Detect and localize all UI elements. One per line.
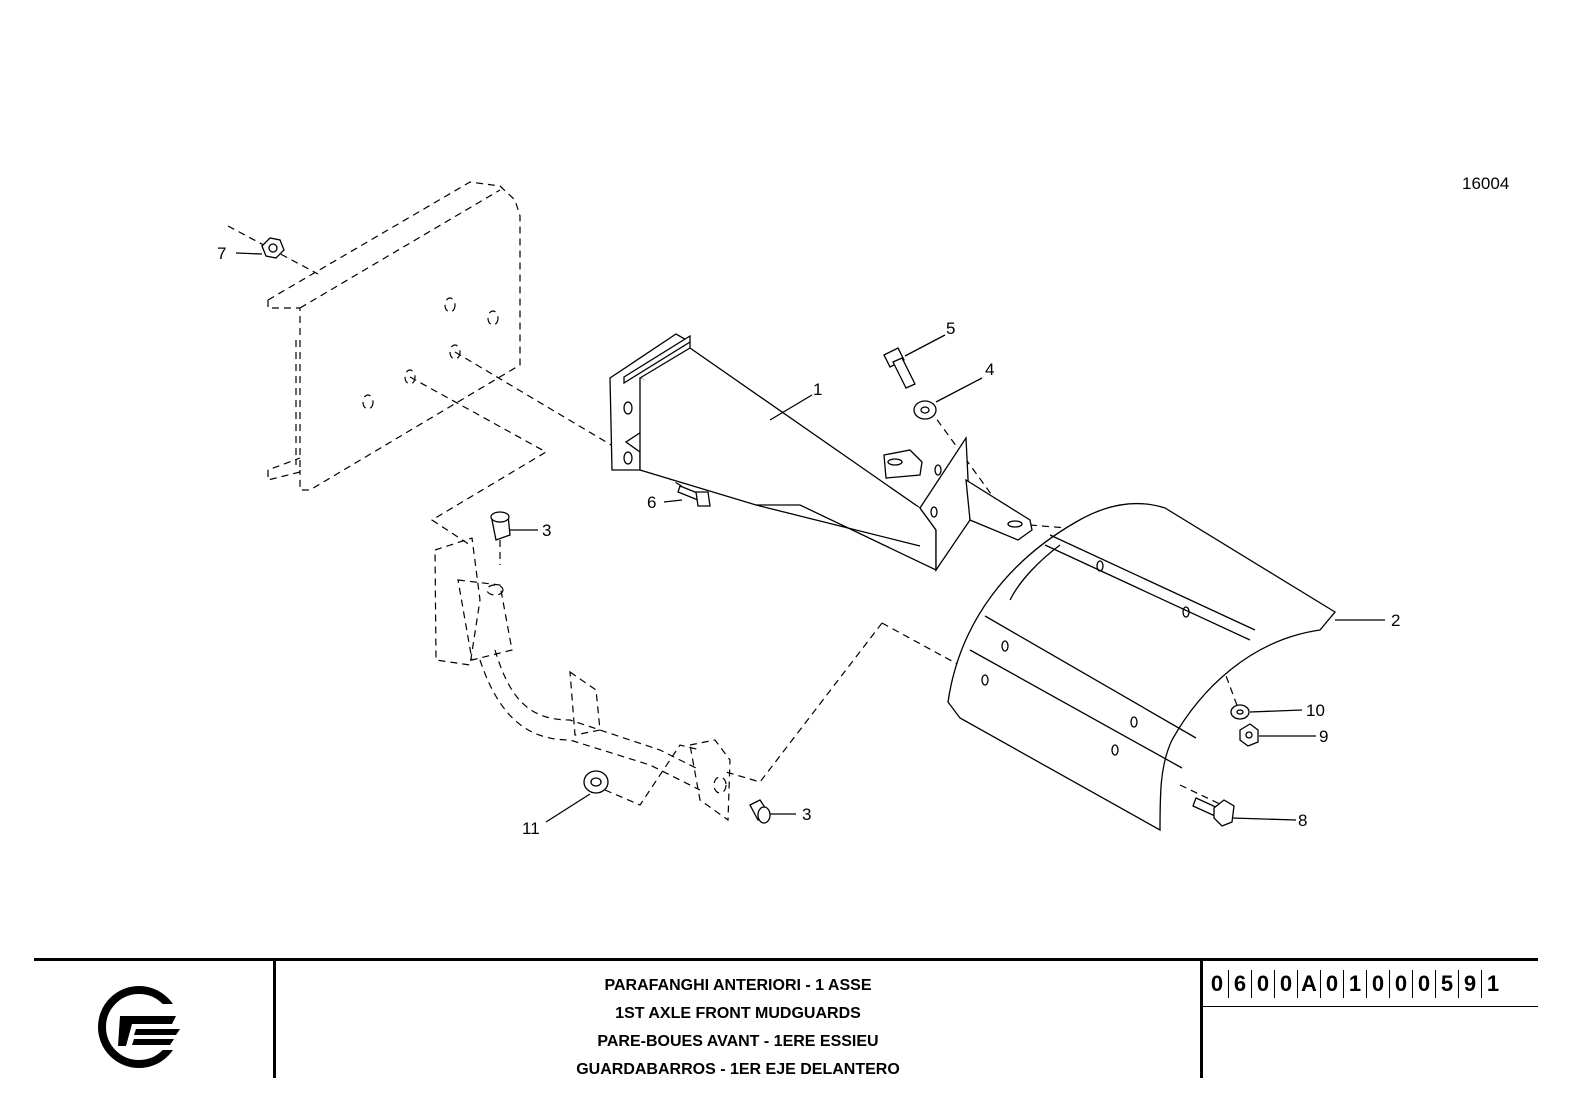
code-char: A (1298, 970, 1321, 998)
nut-7 (261, 237, 285, 259)
bolt-5 (883, 347, 916, 389)
code-char: 0 (1206, 970, 1229, 998)
code-underline (1203, 1006, 1538, 1007)
title-english: 1ST AXLE FRONT MUDGUARDS (615, 1005, 861, 1022)
washer-11 (583, 770, 609, 794)
callout-2: 2 (1391, 611, 1400, 630)
pin-upper (490, 511, 511, 541)
washer-10 (1230, 704, 1250, 720)
code-char: 0 (1252, 970, 1275, 998)
drawing-title: PARAFANGHI ANTERIORI - 1 ASSE 1ST AXLE F… (279, 972, 1197, 1084)
callout-11: 11 (522, 819, 540, 838)
drawing-code: 0 6 0 0 A 0 1 0 0 0 5 9 1 (1206, 970, 1504, 998)
code-char: 0 (1321, 970, 1344, 998)
main-support-bracket (609, 333, 1033, 573)
figure-number: 16004 (1462, 174, 1510, 193)
title-italian: PARAFANGHI ANTERIORI - 1 ASSE (604, 977, 872, 994)
pin-lower (749, 799, 771, 824)
title-block-border (34, 958, 1538, 961)
code-char: 1 (1344, 970, 1367, 998)
code-char: 0 (1413, 970, 1436, 998)
mudguard-stay (434, 537, 731, 822)
callout-labels: 1 2 3 3 4 5 6 7 8 9 10 11 (217, 244, 1400, 838)
title-block: PARAFANGHI ANTERIORI - 1 ASSE 1ST AXLE F… (34, 958, 1538, 1078)
callout-7: 7 (217, 244, 226, 263)
bolt-8 (1192, 797, 1235, 827)
code-char: 9 (1459, 970, 1482, 998)
leader-lines (235, 252, 1385, 823)
code-char: 0 (1390, 970, 1413, 998)
code-char: 0 (1367, 970, 1390, 998)
mudguard (947, 503, 1336, 832)
frame-rail-phantom (227, 181, 521, 491)
nut-9 (1239, 723, 1259, 747)
callout-6: 6 (647, 493, 656, 512)
code-char: 5 (1436, 970, 1459, 998)
bolt-6 (677, 485, 711, 507)
callout-9: 9 (1319, 727, 1328, 746)
code-char: 1 (1486, 971, 1500, 996)
title-block-divider (1200, 961, 1203, 1078)
title-block-divider (273, 961, 276, 1078)
company-logo-icon (98, 986, 184, 1068)
callout-10: 10 (1306, 701, 1325, 720)
callout-5: 5 (946, 319, 955, 338)
callout-8: 8 (1298, 811, 1307, 830)
callout-3-lower: 3 (802, 805, 811, 824)
callout-4: 4 (985, 360, 994, 379)
callout-1: 1 (813, 380, 822, 399)
code-char: 6 (1229, 970, 1252, 998)
exploded-parts-diagram: 1 2 3 3 4 5 6 7 8 9 10 11 (217, 181, 1400, 838)
title-spanish: GUARDABARROS - 1ER EJE DELANTERO (576, 1061, 900, 1078)
callout-3-upper: 3 (542, 521, 551, 540)
title-french: PARE-BOUES AVANT - 1ERE ESSIEU (597, 1033, 879, 1050)
code-char: 0 (1275, 970, 1298, 998)
washer-4 (913, 400, 937, 420)
